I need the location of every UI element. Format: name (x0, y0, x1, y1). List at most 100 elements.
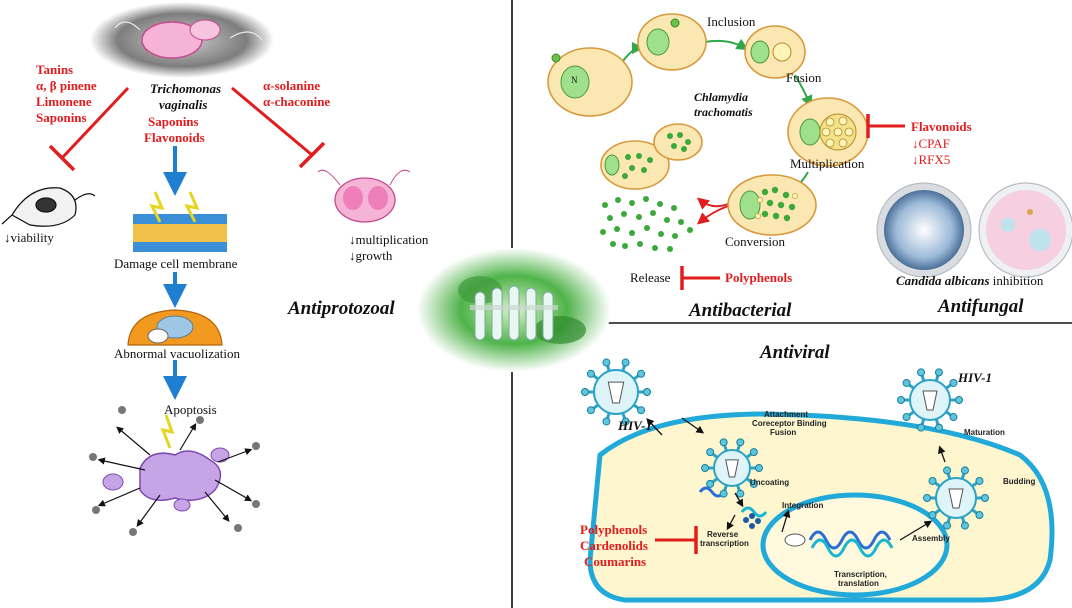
chlamydia-cell-5 (727, 174, 817, 236)
attachment-label-2: Coreceptor Binding (752, 419, 827, 428)
apoptosis-drawing (89, 406, 260, 536)
virion-knob (621, 417, 630, 426)
multiplication-stage-label: Multiplication (790, 156, 865, 171)
virion-core (922, 390, 938, 411)
virion-knob (736, 438, 745, 447)
virion-knob (928, 476, 937, 485)
flavonoids-inhibition (866, 114, 905, 138)
viability-label: ↓viability (4, 230, 54, 245)
chlamydia-cell-4 (787, 97, 869, 167)
hiv-right-label: HIV-1 (958, 370, 992, 385)
integration-complex (743, 513, 806, 547)
virion-knob (749, 479, 758, 488)
antiprotozoal-title: Antiprotozoal (288, 298, 395, 319)
transcription-label-1: Transcription, (834, 570, 887, 579)
candida-name: Candida albicans (896, 273, 990, 288)
virion-knob (943, 521, 952, 530)
apoptosis-label: Apoptosis (164, 402, 217, 417)
budding-label: Budding (1003, 477, 1036, 486)
multiplication-label: ↓multiplication (349, 232, 429, 247)
inhibited-parasite-drawing (317, 169, 411, 223)
virion-knob (706, 479, 715, 488)
virion-knob (923, 494, 931, 502)
hiv-lifecycle-arrows (646, 417, 946, 541)
virion-knob (949, 413, 958, 422)
plant-test-tubes-image (417, 248, 611, 372)
virion-knob (701, 464, 709, 472)
protozoa-right-inhibition (231, 86, 326, 169)
chlamydia-cell-1 (547, 47, 633, 117)
virion-knob (586, 369, 595, 378)
virion-knob (897, 396, 905, 404)
vacuolized-cell-drawing (127, 309, 223, 346)
transcription-label-2: translation (838, 579, 879, 588)
virion-knob (643, 388, 651, 396)
virion-knob (902, 378, 911, 387)
hiv-left-label: HIV-1 (618, 418, 652, 433)
chlamydia-name-line2: trachomatis (694, 105, 753, 119)
growth-label: ↓growth (349, 248, 393, 263)
virion-knob (955, 396, 963, 404)
hiv-virion-top-left (581, 358, 651, 426)
reverse-transcription-label-1: Reverse (707, 530, 739, 539)
hiv-virion-budding (923, 466, 989, 530)
reverse-transcription-label-2: transcription (700, 539, 749, 548)
virion-core (607, 381, 625, 404)
candida-petri-dish-2 (978, 182, 1072, 278)
cell-nucleus-label: N (571, 75, 578, 85)
virion-knob (602, 417, 611, 426)
virion-knob (586, 406, 595, 415)
antiviral-compound-2: Cardenolids (580, 538, 648, 553)
virion-knob (934, 423, 943, 432)
vacuolization-label: Abnormal vacuolization (114, 346, 240, 361)
protozoa-center-compound-2: Flavonoids (144, 130, 205, 145)
damage-membrane-label: Damage cell membrane (114, 256, 238, 271)
virion-core (948, 488, 964, 509)
virion-core (725, 459, 739, 478)
virion-knob (928, 511, 937, 520)
protozoa-left-compound-3: Limonene (36, 94, 92, 109)
release-label: Release (630, 270, 671, 285)
virion-knob (581, 388, 589, 396)
protozoa-left-inhibition (48, 86, 130, 172)
rfx5-label: ↓RFX5 (912, 152, 951, 167)
flavonoids-label: Flavonoids (911, 119, 972, 134)
host-cell-outline (587, 411, 1055, 603)
chlamydia-cell-7 (653, 123, 703, 161)
antifungal-title: Antifungal (938, 296, 1024, 317)
released-bodies (600, 196, 693, 252)
protozoa-left-compound-4: Saponins (36, 110, 87, 125)
antiviral-inhibition (655, 526, 698, 554)
virion-knob (917, 368, 926, 377)
candida-petri-dish-1 (876, 182, 972, 278)
virion-knob (637, 406, 646, 415)
trichomonas-name-line2: vaginalis (159, 97, 208, 112)
virion-knob (755, 464, 763, 472)
polyphenols-bacteria-label: Polyphenols (725, 270, 793, 285)
antibacterial-title: Antibacterial (689, 300, 792, 321)
chlamydia-cell-6 (600, 140, 670, 190)
integration-label: Integration (782, 501, 824, 510)
virion-knob (719, 489, 728, 498)
attachment-label-3: Fusion (770, 428, 797, 437)
virion-knob (943, 466, 952, 475)
virion-knob (981, 494, 989, 502)
trichomonas-micrograph (90, 2, 274, 78)
virion-knob (960, 521, 969, 530)
chlamydia-cell-2 (637, 13, 707, 71)
uncoating-label: Uncoating (750, 478, 790, 487)
protozoa-right-compound-2: α-chaconine (263, 94, 331, 109)
trichomonas-name-line1: Trichomonas (150, 81, 222, 96)
virion-knob (934, 368, 943, 377)
fusion-label: Fusion (786, 70, 822, 85)
virion-knob (975, 476, 984, 485)
antiviral-compound-1: Polyphenols (580, 522, 648, 537)
virion-knob (637, 369, 646, 378)
assembly-label: Assembly (912, 534, 950, 543)
hiv-virion-attaching (701, 438, 763, 498)
damaged-parasite-drawing (1, 187, 96, 227)
virion-knob (975, 511, 984, 520)
virion-knob (736, 489, 745, 498)
chlamydia-name-line1: Chlamydia (694, 90, 749, 104)
